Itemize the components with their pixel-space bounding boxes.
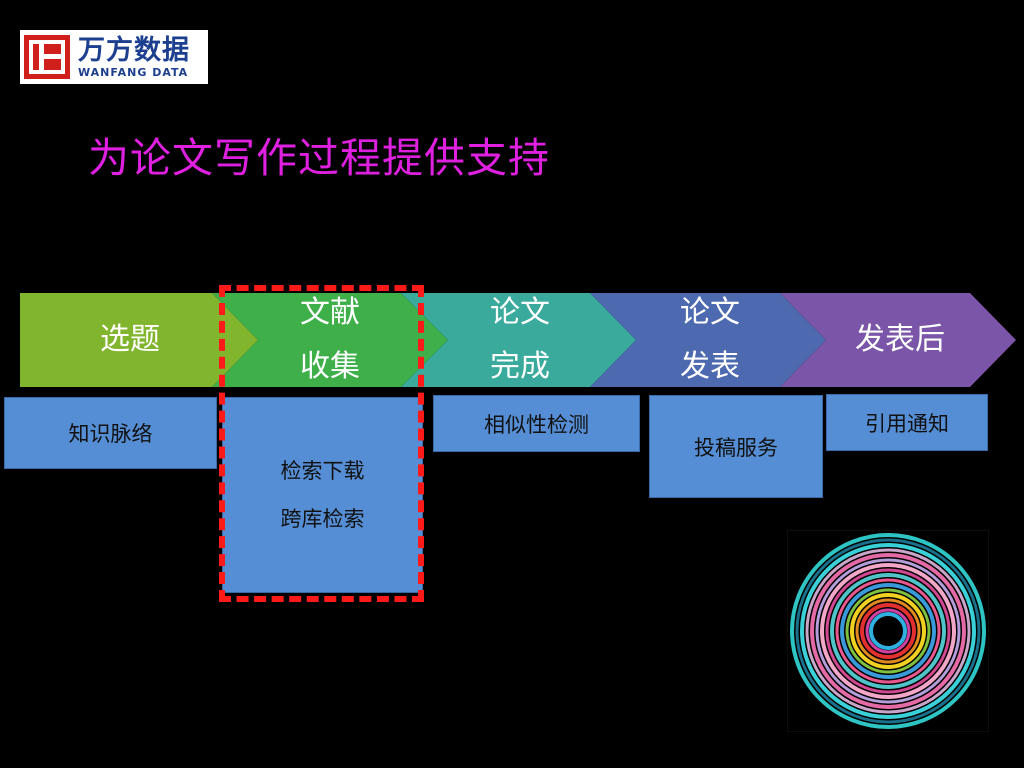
stage-arrow-complete xyxy=(401,293,636,387)
stage-label-complete: 论文 完成 xyxy=(490,295,550,384)
stage-arrow-after xyxy=(780,293,1016,387)
stage-label-after: 发表后 xyxy=(855,322,945,357)
stage-label-topic: 选题 xyxy=(100,322,160,357)
highlight-frame xyxy=(219,285,424,602)
service-box-citation: 引用通知 xyxy=(826,394,988,451)
wanfang-logo-icon xyxy=(24,35,70,79)
stage-label-publish: 论文 发表 xyxy=(680,295,740,384)
logo-chinese-text: 万方数据 xyxy=(78,34,190,66)
stage-arrow-topic xyxy=(20,293,258,387)
service-box-similarity: 相似性检测 xyxy=(433,395,640,452)
concentric-rings-decoration xyxy=(787,530,989,732)
stage-arrow-publish xyxy=(590,293,826,387)
wanfang-logo: 万方数据 WANFANG DATA xyxy=(20,30,208,84)
service-box-submission: 投稿服务 xyxy=(649,395,823,498)
slide-title: 为论文写作过程提供支持 xyxy=(88,134,550,182)
logo-english-text: WANFANG DATA xyxy=(78,65,189,79)
stage-arrow-literature xyxy=(212,293,448,387)
service-box-search: 检索下载 跨库检索 xyxy=(222,397,423,593)
stage-label-literature: 文献 收集 xyxy=(300,295,360,384)
service-box-knowledge: 知识脉络 xyxy=(4,397,217,469)
